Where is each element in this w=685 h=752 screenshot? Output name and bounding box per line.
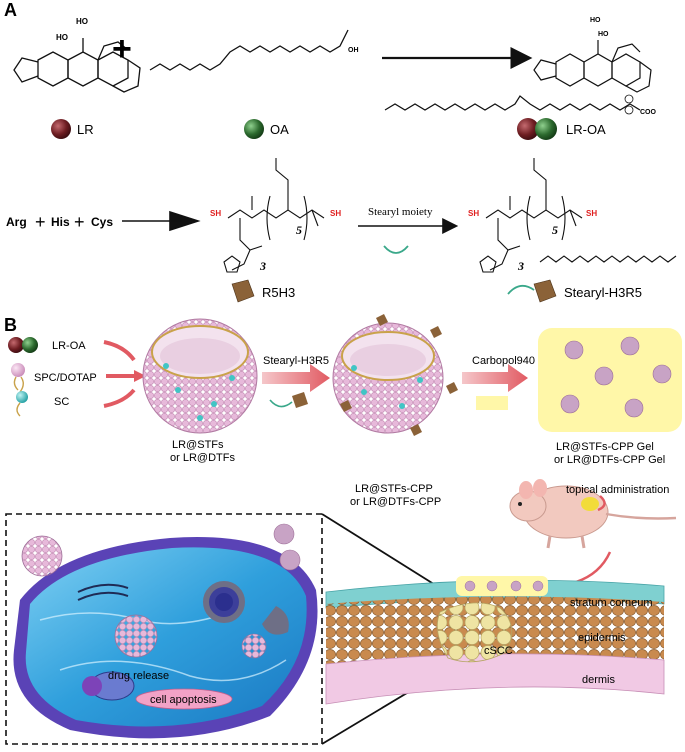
cancer-cell (13, 523, 318, 739)
sh3r5-sub5: 5 (552, 223, 558, 237)
lroa-oa-ball-icon (535, 118, 557, 140)
arg-label: Arg (6, 215, 27, 229)
stearyl-h3r5-structure (479, 158, 677, 273)
mouse-illustration (509, 479, 677, 549)
spc-tail-icon (13, 376, 24, 393)
step2-gel-icon (476, 396, 508, 410)
component-lroa: LR-OA (52, 340, 86, 352)
lr-legend-label: LR (77, 122, 94, 137)
r5h3-cube-icon (231, 279, 255, 303)
step2-label: Carbopol940 (472, 355, 535, 367)
lroa-chain (384, 95, 641, 111)
lroa-coo-label: COO (640, 109, 657, 116)
charge-plus-icon (624, 94, 634, 104)
his-label: His (51, 215, 70, 229)
vesicle-2-label-1: LR@STFs-CPP (355, 483, 433, 495)
r5h3-label: R5H3 (262, 285, 295, 300)
stearyl-h3r5-label: Stearyl-H3R5 (564, 285, 642, 300)
component-sc: SC (54, 396, 69, 408)
stearyl-chain-icon (383, 245, 409, 254)
drug-release-label: drug release (108, 670, 169, 682)
plus-2: + (74, 212, 85, 232)
topical-label: topical administration (566, 484, 669, 496)
plus-1: + (35, 212, 46, 232)
gel-label-2: or LR@DTFs-CPP Gel (554, 454, 665, 466)
vesicle-2 (332, 314, 458, 436)
step1-peptide-icon (269, 399, 293, 408)
red-arrow-1 (103, 340, 136, 362)
step2-arrow (462, 364, 528, 392)
sc-tail-icon (16, 402, 21, 417)
sh3r5-cube-icon (533, 279, 557, 303)
apoptosis-badge (135, 688, 233, 710)
epidermis-label: epidermis (578, 632, 626, 644)
lroa-oh-label-1: HO (590, 17, 601, 24)
component-spc: SPC/DOTAP (34, 372, 97, 384)
lroa-legend-label: LR-OA (566, 122, 606, 137)
sh3r5-sh-label: SH (468, 209, 479, 218)
r5h3-sub5: 5 (296, 223, 302, 237)
vesicle-2-label-2: or LR@DTFs-CPP (350, 496, 441, 508)
cscc-label: cSCC (484, 645, 513, 657)
step1-label: Stearyl-H3R5 (263, 355, 329, 367)
lr-ball-icon (51, 119, 71, 139)
oa-acid-label: OH (348, 47, 359, 54)
step1-cube-icon (292, 392, 308, 408)
lr-oh-label-1: HO (76, 17, 88, 26)
r5h3-sh-label-2: SH (330, 209, 341, 218)
skin-gel-particles (464, 580, 544, 592)
panel-a-label: A (4, 0, 17, 20)
red-arrowhead-2 (134, 370, 146, 382)
charge-minus-icon (624, 105, 634, 115)
plus-sign: + (112, 30, 132, 68)
lycorine-structure (13, 38, 141, 93)
oleic-acid-structure (149, 29, 349, 71)
sh3r5-sh-label-2: SH (586, 209, 597, 218)
lroa-lr-ball-icon (517, 118, 539, 140)
r5h3-sh-label: SH (210, 209, 221, 218)
r5h3-structure (223, 158, 325, 273)
spc-head-icon (11, 363, 25, 377)
skin-section (325, 579, 665, 705)
b-lr-ball-icon (8, 337, 24, 353)
vesicle-1-label-1: LR@STFs (172, 439, 224, 451)
stratum-corneum-label: stratum corneum (570, 597, 653, 609)
skin-gel-icon (456, 576, 548, 596)
dermis-label: dermis (582, 674, 616, 686)
stearyl-moiety-label: Stearyl moiety (368, 206, 433, 218)
oa-legend-label: OA (270, 122, 289, 137)
r5h3-sub3: 3 (259, 259, 266, 273)
apoptosis-label: cell apoptosis (150, 694, 217, 706)
topical-arrow (597, 495, 606, 512)
vesicle-1 (142, 318, 258, 434)
lroa-oh-label-2: HO (598, 31, 609, 38)
oa-ball-icon (244, 119, 264, 139)
step1-arrow (262, 364, 330, 392)
sc-head-icon (16, 391, 28, 403)
cell-inset-box (5, 513, 323, 745)
gel-particles (560, 336, 672, 418)
gel-label-1: LR@STFs-CPP Gel (556, 441, 654, 453)
skin-arrow (575, 551, 612, 584)
b-oa-ball-icon (22, 337, 38, 353)
lr-oh-label-2: HO (56, 33, 68, 42)
cys-label: Cys (91, 215, 113, 229)
red-arrow-3 (103, 388, 136, 408)
synthesis-arrow (122, 210, 201, 232)
panel-b-label: B (4, 315, 17, 335)
sh3r5-sub3: 3 (517, 259, 524, 273)
sh3r5-chain-icon (507, 284, 535, 295)
vesicle-1-label-2: or LR@DTFs (170, 452, 235, 464)
lroa-structure (533, 40, 652, 93)
